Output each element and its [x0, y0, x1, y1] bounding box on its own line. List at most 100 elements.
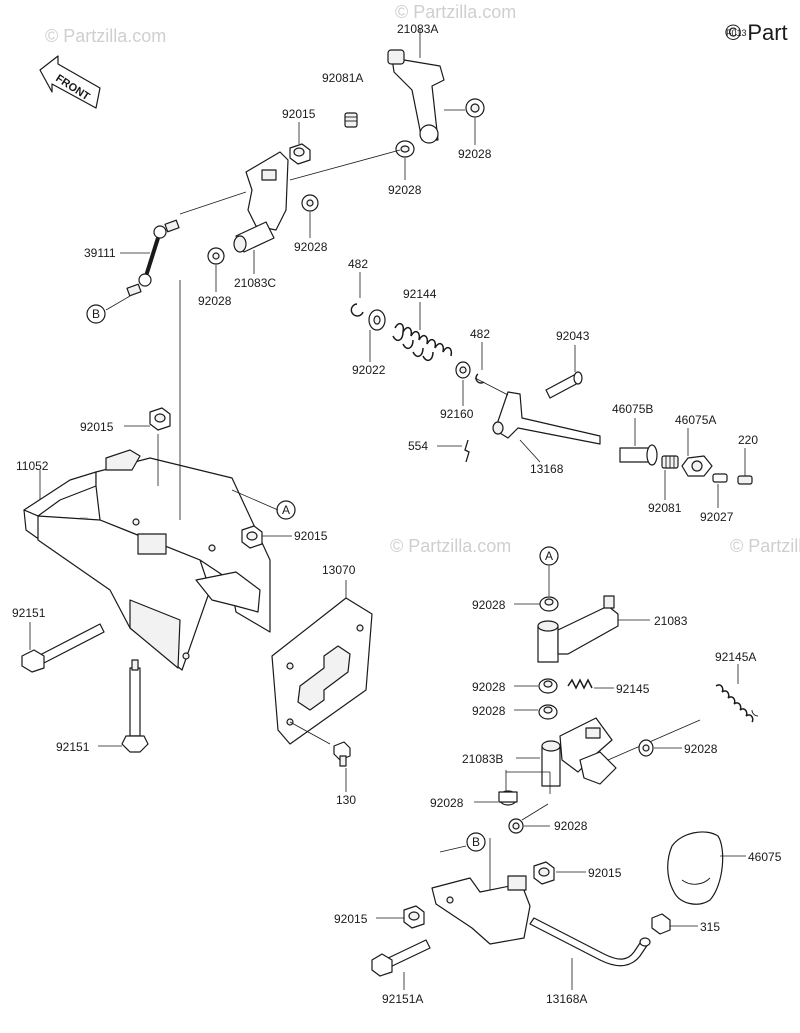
part-315-nut: [651, 913, 671, 935]
part-92151a-bolt: [371, 939, 431, 977]
part-label: 13168A: [546, 992, 587, 1006]
part-label: 92145A: [715, 650, 756, 664]
front-arrow-icon: FRONT: [39, 55, 101, 109]
part-label: 92151: [56, 740, 90, 754]
watermark: © Partzilla.com: [390, 536, 511, 556]
part-label: 92043: [556, 329, 590, 343]
part-92015-nut: [403, 905, 425, 929]
part-label: 92028: [684, 742, 718, 756]
part-21083a-arm: [387, 49, 445, 144]
part-92028-collar: [465, 98, 485, 118]
part-21083b-arm: [541, 717, 617, 787]
part-label: 220: [738, 433, 758, 447]
svg-text:B: B: [92, 307, 100, 321]
figure-code: F013: [726, 28, 747, 38]
part-label: 46075A: [675, 413, 716, 427]
part-92145-spring: [567, 678, 593, 690]
part-21083-arm: [537, 595, 619, 663]
part-label: 92015: [334, 912, 368, 926]
leader-line: [231, 489, 279, 511]
part-label: 21083: [654, 614, 688, 628]
part-label: 92028: [198, 294, 232, 308]
part-label: 92151: [12, 606, 46, 620]
part-label: 92160: [440, 407, 474, 421]
part-label: 13070: [322, 563, 356, 577]
part-13168-shaft: [492, 391, 601, 445]
part-label: 92144: [403, 287, 437, 301]
part-label: 21083B: [462, 752, 503, 766]
axis-line: [607, 719, 701, 761]
part-92081-screw: [661, 455, 679, 469]
axis-line: [439, 845, 467, 853]
leader-line: [105, 295, 131, 311]
part-92043-pin: [545, 371, 583, 399]
part-92151-bolt: [121, 659, 149, 753]
part-label: 554: [408, 439, 428, 453]
part-label: 13168: [530, 462, 564, 476]
part-92027-pin: [712, 473, 728, 483]
part-label: 92015: [294, 529, 328, 543]
part-92028-collar: [508, 818, 524, 834]
watermark: © Partzilla.com: [395, 2, 516, 22]
part-label: 21083A: [397, 22, 438, 36]
part-92028-collar: [207, 247, 225, 265]
part-label: 482: [470, 327, 490, 341]
part-label: 92151A: [382, 992, 423, 1006]
part-label: 92015: [588, 866, 622, 880]
callout-a: A: [276, 500, 296, 520]
watermark-corner: © Part: [725, 20, 788, 45]
callout-b: B: [466, 832, 486, 852]
part-92151-bolt: [21, 623, 105, 673]
part-13168a-pedal: [431, 875, 651, 967]
part-92145a-spring: [715, 684, 759, 723]
part-554-cotter-pin: [464, 439, 470, 463]
part-92028-collar: [539, 596, 559, 612]
part-220-screw: [737, 475, 753, 485]
part-label: 92145: [616, 682, 650, 696]
part-92015-nut: [149, 407, 171, 431]
part-482-circlip: [475, 373, 485, 384]
axis-line: [474, 377, 509, 396]
part-92028-collar: [301, 194, 319, 212]
part-label: 92015: [80, 420, 114, 434]
part-13070-plate: [271, 597, 373, 745]
svg-text:B: B: [472, 835, 480, 849]
part-label: 39111: [84, 246, 116, 260]
part-92015-nut: [533, 861, 555, 885]
part-92022-washer: [368, 309, 386, 331]
callout-a: A: [539, 546, 559, 566]
axis-line: [179, 191, 247, 215]
part-label: 482: [348, 257, 368, 271]
part-46075a-knob: [681, 455, 713, 477]
part-label: 92028: [388, 183, 422, 197]
part-92028-collar: [538, 704, 558, 720]
part-label: 92015: [282, 107, 316, 121]
part-label: 92081A: [322, 71, 363, 85]
part-label: 92028: [458, 147, 492, 161]
part-label: 92022: [352, 363, 386, 377]
part-92028-collar: [538, 678, 558, 694]
part-92028-collar: [395, 140, 415, 158]
part-label: 92028: [472, 598, 506, 612]
part-92160-washer: [455, 361, 471, 379]
part-92144-spring: [392, 322, 453, 362]
part-482-circlip: [350, 303, 364, 317]
part-92015-nut: [289, 143, 311, 165]
part-label: 315: [700, 920, 720, 934]
part-label: 46075B: [612, 402, 653, 416]
watermark: © Partzilla.com: [45, 26, 166, 46]
part-bracket: [245, 151, 289, 231]
part-label: 92027: [700, 510, 734, 524]
part-label: 46075: [748, 850, 782, 864]
part-label: 92028: [294, 240, 328, 254]
part-label: 92028: [472, 680, 506, 694]
callout-b: B: [86, 304, 106, 324]
axis-line: [521, 803, 549, 821]
part-92081a-screw: [344, 112, 358, 128]
watermark: © Partzilla.com: [730, 536, 800, 556]
part-130-screw: [333, 741, 351, 767]
axis-line: [289, 721, 331, 745]
part-label: 130: [336, 793, 356, 807]
axis-line: [289, 149, 401, 181]
